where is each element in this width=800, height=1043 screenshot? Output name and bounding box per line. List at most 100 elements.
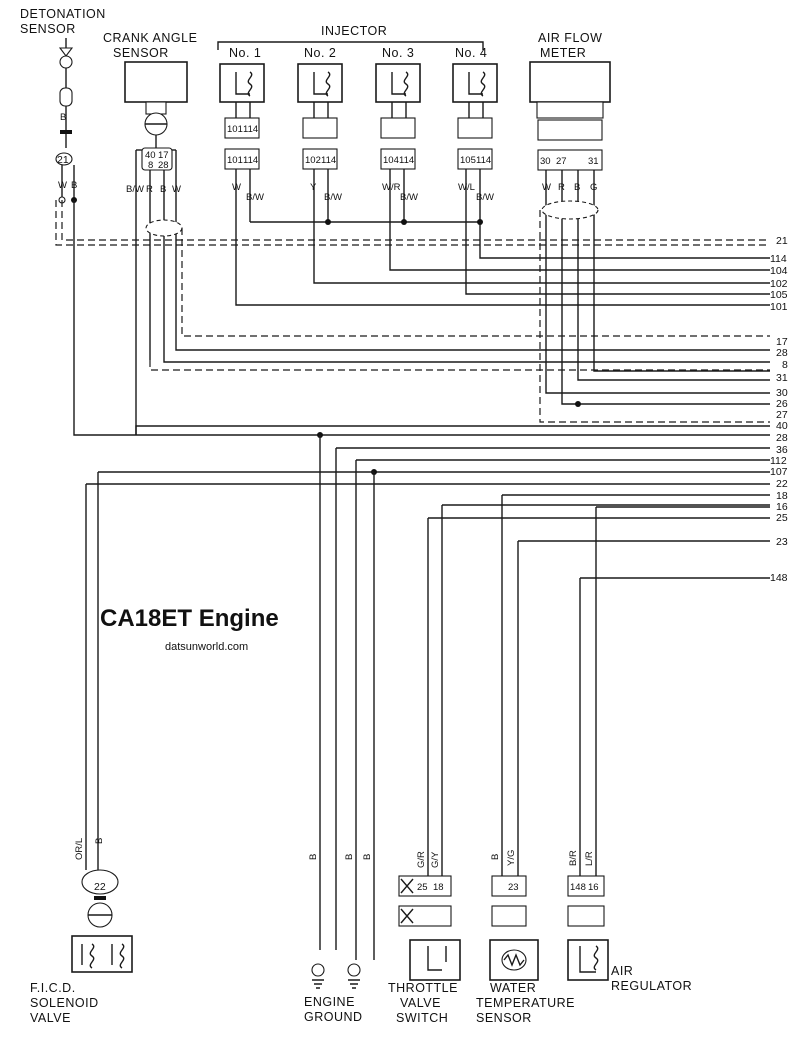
injector-no2-label: No. 2 <box>304 46 336 60</box>
svg-text:25: 25 <box>776 512 788 524</box>
injector-no3: 104 114 W/R B/W <box>375 63 770 271</box>
injector-label: INJECTOR <box>321 24 387 38</box>
svg-text:23: 23 <box>508 882 519 893</box>
svg-text:105: 105 <box>770 289 788 301</box>
svg-text:22: 22 <box>776 478 788 490</box>
svg-text:16: 16 <box>776 501 788 513</box>
svg-text:17: 17 <box>776 336 788 348</box>
svg-text:148: 148 <box>770 572 788 584</box>
svg-text:Y/G: Y/G <box>506 850 517 866</box>
afm-shield-wire <box>539 210 770 423</box>
svg-text:114: 114 <box>243 124 258 135</box>
svg-text:B: B <box>574 182 580 193</box>
injector-no1-label: No. 1 <box>229 46 261 60</box>
svg-text:GROUND: GROUND <box>304 1010 363 1024</box>
svg-text:23: 23 <box>776 536 788 548</box>
svg-text:SENSOR: SENSOR <box>113 46 169 60</box>
svg-text:W/L: W/L <box>458 182 475 193</box>
svg-text:114: 114 <box>321 155 336 166</box>
svg-text:METER: METER <box>540 46 586 60</box>
svg-text:W: W <box>232 182 241 193</box>
detonation-pin: 21 <box>57 154 69 166</box>
svg-text:WATER: WATER <box>490 981 536 995</box>
svg-text:28: 28 <box>158 160 169 171</box>
website-credit: datsunworld.com <box>165 641 248 653</box>
ecu-terminals: 21 114 104 102 105 101 17 28 8 31 30 26 … <box>770 235 788 584</box>
water-temperature-sensor: B Y/G 23 WATER TEMPERATURE SENSOR <box>476 850 575 1025</box>
svg-text:B: B <box>160 184 166 195</box>
air-flow-meter: 30 27 31 W R B G <box>529 61 770 407</box>
svg-text:8: 8 <box>782 359 788 371</box>
svg-text:17: 17 <box>158 150 169 161</box>
svg-text:112: 112 <box>770 455 787 467</box>
svg-text:CRANK ANGLE: CRANK ANGLE <box>103 31 197 45</box>
injector-no2: 102 114 Y B/W <box>297 63 770 284</box>
injector-no1: 101 114 101 114 W B/W <box>219 63 770 306</box>
svg-text:148: 148 <box>570 882 586 893</box>
svg-text:26: 26 <box>776 398 788 410</box>
svg-text:114: 114 <box>476 155 491 166</box>
svg-text:Y: Y <box>310 182 317 193</box>
svg-text:27: 27 <box>776 409 788 421</box>
svg-text:SWITCH: SWITCH <box>396 1011 448 1025</box>
svg-text:104: 104 <box>770 265 788 277</box>
svg-text:F.I.C.D.: F.I.C.D. <box>30 981 76 995</box>
svg-text:B: B <box>71 180 77 191</box>
svg-text:30: 30 <box>776 387 788 399</box>
svg-text:B: B <box>362 854 373 860</box>
throttle-valve-switch: G/R G/Y 25 18 THROTTLE VALVE SWITCH <box>388 851 461 1025</box>
svg-text:25: 25 <box>417 882 428 893</box>
svg-text:B: B <box>308 854 319 860</box>
svg-text:W: W <box>542 182 551 193</box>
svg-text:B/R: B/R <box>568 850 579 866</box>
svg-text:AIR FLOW: AIR FLOW <box>538 31 602 45</box>
svg-text:114: 114 <box>770 253 787 265</box>
injector-bracket <box>217 41 484 50</box>
svg-text:B: B <box>60 112 66 123</box>
svg-text:107: 107 <box>770 466 788 478</box>
svg-text:101: 101 <box>227 124 243 135</box>
svg-text:B: B <box>344 854 355 860</box>
svg-text:R: R <box>558 182 565 193</box>
injector-no3-label: No. 3 <box>382 46 414 60</box>
harness <box>55 200 770 960</box>
svg-text:102: 102 <box>770 278 788 290</box>
svg-text:16: 16 <box>588 882 599 893</box>
svg-text:TEMPERATURE: TEMPERATURE <box>476 996 575 1010</box>
svg-text:28: 28 <box>776 432 788 444</box>
svg-text:B/W: B/W <box>324 192 342 203</box>
svg-text:21: 21 <box>776 235 788 247</box>
svg-text:ENGINE: ENGINE <box>304 995 355 1009</box>
engine-ground: B B B ENGINE GROUND <box>304 854 373 1024</box>
svg-text:B/W: B/W <box>400 192 418 203</box>
svg-text:W: W <box>58 180 67 191</box>
svg-text:114: 114 <box>399 155 414 166</box>
crank-angle-sensor: 40 17 8 28 B/W R B W <box>124 61 188 435</box>
svg-text:OR/L: OR/L <box>74 838 85 860</box>
svg-text:THROTTLE: THROTTLE <box>388 981 458 995</box>
detonation-sensor-label: DETONATION SENSOR <box>20 7 106 36</box>
detonation-sensor: B 21 W B <box>55 38 77 204</box>
svg-text:105: 105 <box>460 155 476 166</box>
injector-no4: 105 114 W/L B/W <box>452 63 770 295</box>
svg-text:L/R: L/R <box>584 851 595 866</box>
svg-text:104: 104 <box>383 155 399 166</box>
svg-text:B/W: B/W <box>126 184 144 195</box>
svg-text:B: B <box>94 838 105 844</box>
svg-text:36: 36 <box>776 444 788 456</box>
svg-text:W: W <box>172 184 181 195</box>
svg-text:G/Y: G/Y <box>430 851 441 868</box>
svg-text:DETONATION: DETONATION <box>20 7 106 21</box>
svg-text:B/W: B/W <box>246 192 264 203</box>
svg-text:101: 101 <box>770 301 788 313</box>
svg-text:28: 28 <box>776 347 788 359</box>
svg-text:AIR: AIR <box>611 964 633 978</box>
svg-text:SENSOR: SENSOR <box>476 1011 532 1025</box>
svg-text:40: 40 <box>776 420 788 432</box>
injector-no4-label: No. 4 <box>455 46 487 60</box>
ficd-solenoid-valve: OR/L B 22 F.I.C.D. SOLENOID VALVE <box>30 838 133 1025</box>
svg-text:VALVE: VALVE <box>400 996 441 1010</box>
svg-text:30: 30 <box>540 156 551 167</box>
engine-title: CA18ET Engine <box>100 605 279 632</box>
